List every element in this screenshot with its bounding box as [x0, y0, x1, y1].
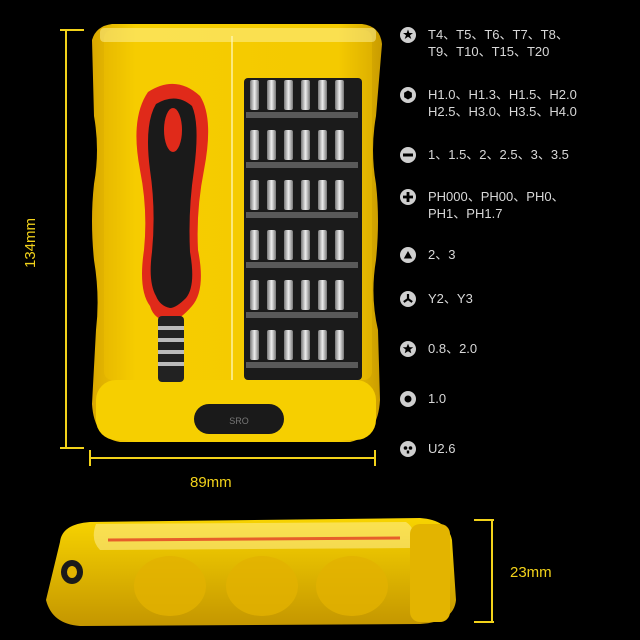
screwdriver-bit [318, 180, 327, 210]
screwdriver-bit [284, 330, 293, 360]
bit-holder-ledge [246, 212, 358, 218]
width-label: 89mm [190, 474, 232, 491]
spec-row-tri-wing: Y2、Y3 [400, 290, 473, 307]
height-dimension-line [60, 29, 84, 449]
tri-wing-icon [400, 291, 416, 307]
case-latch [194, 404, 284, 434]
screwdriver-bit [284, 280, 293, 310]
bit-holder-ledge [246, 362, 358, 368]
screwdriver-bit [301, 130, 310, 160]
spec-row-torx: T4、T5、T6、T7、T8、T9、T10、T15、T20 [400, 26, 569, 60]
screwdriver-bit [301, 230, 310, 260]
screwdriver-bit [301, 280, 310, 310]
screwdriver-bit [284, 230, 293, 260]
case-logo: SRO [229, 416, 249, 426]
screwdriver-bit [335, 130, 344, 160]
screwdriver-bit [267, 130, 276, 160]
screwdriver-bit [250, 180, 259, 210]
screwdriver-bit [335, 80, 344, 110]
u-type-icon [400, 441, 416, 457]
screwdriver-bit [318, 330, 327, 360]
bit-set [246, 80, 358, 368]
screwdriver-bit [250, 330, 259, 360]
screwdriver-bit [250, 130, 259, 160]
pentalobe-icon [400, 341, 416, 357]
tool-case-side-view [46, 518, 456, 626]
screwdriver-bit [335, 280, 344, 310]
screwdriver-bit [318, 80, 327, 110]
spec-row-pentalobe: 0.8、2.0 [400, 340, 477, 357]
screwdriver-bit [267, 280, 276, 310]
spec-row-phillips: PH000、PH00、PH0、PH1、PH1.7 [400, 188, 565, 222]
screwdriver-bit [250, 80, 259, 110]
width-dimension-line [89, 450, 376, 466]
bit-holder-ledge [246, 312, 358, 318]
torx-icon [400, 27, 416, 43]
screwdriver-bit [318, 280, 327, 310]
triangle-icon [400, 247, 416, 263]
screwdriver-bit [335, 180, 344, 210]
phillips-icon [400, 189, 416, 205]
screwdriver-bit [284, 180, 293, 210]
round-icon [400, 391, 416, 407]
spec-row-triangle: 2、3 [400, 246, 455, 263]
screwdriver-handle [136, 83, 209, 382]
screwdriver-bit [284, 80, 293, 110]
screwdriver-bit [250, 280, 259, 310]
depth-label: 23mm [510, 564, 552, 581]
screwdriver-bit [267, 330, 276, 360]
screwdriver-bit [250, 230, 259, 260]
screwdriver-bit [301, 330, 310, 360]
screwdriver-bit [335, 230, 344, 260]
screwdriver-bit [318, 130, 327, 160]
screwdriver-bit [284, 130, 293, 160]
screwdriver-bit [267, 80, 276, 110]
hex-icon [400, 87, 416, 103]
screwdriver-bit [267, 230, 276, 260]
bit-holder-ledge [246, 162, 358, 168]
screwdriver-bit [318, 230, 327, 260]
bit-holder-ledge [246, 112, 358, 118]
depth-dimension-line [474, 519, 494, 623]
slotted-icon [400, 147, 416, 163]
screwdriver-bit [335, 330, 344, 360]
bit-holder-ledge [246, 262, 358, 268]
screwdriver-bit [301, 80, 310, 110]
spec-row-round: 1.0 [400, 390, 446, 407]
screwdriver-bit [301, 180, 310, 210]
screwdriver-bit [267, 180, 276, 210]
spec-row-u-type: U2.6 [400, 440, 455, 457]
height-label: 134mm [22, 217, 39, 268]
spec-row-slotted: 1、1.5、2、2.5、3、3.5 [400, 146, 569, 163]
